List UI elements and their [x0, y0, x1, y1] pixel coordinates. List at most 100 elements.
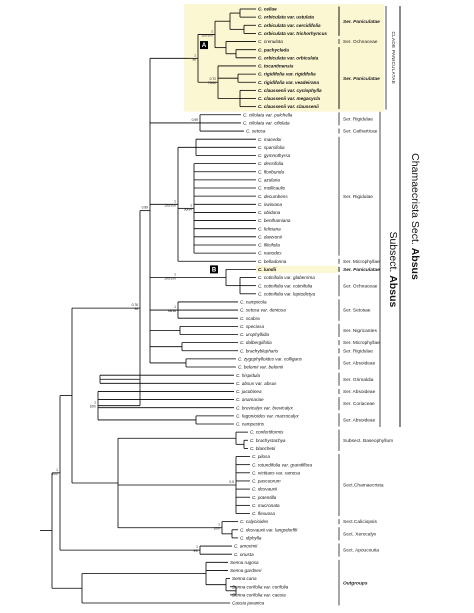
taxon-label: Senna rugosa [230, 560, 259, 565]
group-label: Ser. Nigricantes [343, 328, 377, 334]
subsect-title: Subsect. Absus [387, 231, 399, 307]
taxon-label: Senna corifolia var. caesia [232, 592, 286, 597]
taxon-label: C. pachycleda [258, 47, 289, 52]
support-value: 96/94 [184, 207, 192, 211]
taxon-label: Senna corifolia var. corifolia [232, 584, 289, 589]
support-value: 1 [218, 523, 220, 527]
taxon-label: C. lundii [258, 267, 277, 272]
side-titles: CLADE PANICULATAE Chamaecrista Sect. Absu… [379, 6, 421, 427]
taxon-label: C. brachystachya [250, 438, 286, 443]
taxon-label: C. fagonioides var. macrocalyx [236, 413, 299, 418]
group-label: Ser. Rigidulae [343, 348, 373, 354]
support-value: 1 [194, 53, 196, 57]
taxon-label: C. cotinifolia var. glaberrima [258, 275, 315, 280]
group-label: Subsect. Baseophyllum [343, 438, 393, 444]
taxon-label: Senna cana [232, 576, 257, 581]
support-value: 0.76 [132, 303, 139, 307]
taxon-label: C. setosa var. dentosa [240, 308, 286, 313]
support-value: 100/ [90, 405, 97, 409]
taxon-label: C. azulana [258, 177, 280, 182]
support-value: 1 [56, 468, 58, 472]
support-value: 1 [190, 203, 192, 207]
taxon-label: C. orbiculata var. orbiculata [258, 55, 319, 60]
group-label: Ser. Grimaldia [343, 377, 374, 383]
support-value: 1 [174, 199, 176, 203]
taxon-label: C. campestris [236, 422, 265, 427]
group-label: Ser. Rigidulae [343, 194, 373, 200]
tree-branches [40, 8, 256, 604]
taxon-label: C. jacobinea [236, 389, 262, 394]
support-value: 100/ [214, 527, 221, 531]
group-label: Ser. Rigidulae [343, 116, 373, 122]
taxon-label: C. confertiformis [250, 430, 284, 435]
support-value: 1 [211, 29, 213, 33]
group-label: Ser. Ochnaceae [343, 39, 378, 45]
taxon-label: C. blanchetii [250, 446, 276, 451]
sect-title: Chamaecrista Sect. Absus [409, 153, 421, 280]
taxon-label: C. potentilla [252, 495, 277, 500]
support-value: 1 [174, 273, 176, 277]
taxon-label: C. orbiculata var. trichorhyncus [258, 31, 327, 36]
group-label: Ser. Absoideae [343, 389, 376, 395]
taxon-label: C. dawsonii [258, 234, 283, 239]
support-value: 100/100 [201, 33, 213, 37]
support-value: 0.99 [192, 118, 199, 122]
taxon-label: C. decumbens [258, 194, 288, 199]
node-marker-box [200, 41, 208, 50]
taxon-label: C. macedoi [258, 137, 282, 142]
taxon-label: C. desvauxii var. langsdorffii [240, 527, 298, 532]
node-markers: AB [200, 41, 218, 274]
support-value: 98 [192, 57, 196, 61]
taxon-label: C. diphylla [240, 536, 262, 541]
group-label: Ser. Absoideae [343, 418, 376, 424]
taxon-label: C. nictitans var. ramosa [252, 470, 301, 475]
support-value: 98 [134, 307, 138, 311]
group-label: Ser. Ochnaceae [343, 283, 378, 289]
taxon-label: C. calycioides [240, 519, 269, 524]
taxon-label: C. celiae [258, 7, 277, 12]
taxon-label: C. gymnothyrsa [258, 153, 291, 158]
taxon-label: C. rotundifolia var. grandiflora [252, 462, 313, 467]
taxon-label: C. pilosa [252, 454, 270, 459]
clade-label: CLADE PANICULATAE [391, 32, 396, 85]
taxon-label: C. claussenii var. megacycla [258, 96, 320, 101]
support-value: 100/100 [164, 203, 176, 207]
lundii-highlight [256, 265, 338, 273]
taxon-label: C. ciliolata var. ciliolata [243, 121, 290, 126]
taxon-label: C. anamariae [236, 397, 264, 402]
node-marker-label: B [212, 268, 217, 274]
group-label: Sect. Xerocalyx [343, 531, 377, 537]
support-value: 75/60 [208, 81, 216, 85]
taxon-label: C. setosa [246, 129, 266, 134]
taxon-label: C. zygophylloides var. colligans [238, 356, 303, 361]
support-value: 0.72 [210, 77, 217, 81]
taxon-label: C. cotinifolia var. cotinifolia [258, 283, 313, 288]
group-label: Ser. Coriaceae [343, 401, 375, 407]
support-value: 98/98 [168, 309, 176, 313]
support-value: 1 [196, 545, 198, 549]
taxon-label: C. crenulata [258, 39, 283, 44]
taxon-label: C. hispidula [236, 373, 260, 378]
support-value: 1 [94, 401, 96, 405]
group-label: Ser. Catharticae [343, 129, 378, 135]
group-label: Sect.Chamaecrista [343, 483, 384, 489]
taxon-label: C. ciliolata var. pulchella [243, 112, 293, 117]
taxon-label: C. benthamiana [258, 218, 291, 223]
node-marker-box [210, 265, 218, 274]
group-label: Outgroups [343, 580, 368, 586]
support-value: 100/100 [164, 277, 176, 281]
taxon-label: C. densifolia [258, 161, 284, 166]
support-value: 99/ [193, 549, 198, 553]
group-label: Ser. Microphyllae [343, 340, 380, 346]
taxon-label: C. desvauxii [252, 487, 278, 492]
group-label: Ser. Paniculatae [343, 76, 380, 82]
taxon-label: C. claussenii var. claussenii [258, 104, 319, 109]
taxon-label: C. rigidifolia var. rigidifolia [258, 72, 316, 77]
taxon-label: C. mollicaulis [258, 186, 286, 191]
taxon-label: C. floribunda [258, 169, 284, 174]
group-label: Sect. Apoucouita [343, 548, 379, 554]
taxon-label: C. speciosa [240, 324, 264, 329]
